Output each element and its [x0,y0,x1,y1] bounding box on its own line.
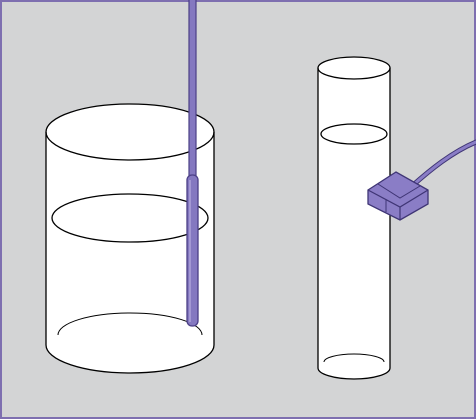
tube-rim [317,56,391,80]
probe-cable [189,0,196,178]
clamp-sensor-icon [367,139,476,221]
beaker-liquid-level [51,193,209,243]
sensor-cable [410,140,476,188]
tube-body [318,68,390,379]
beaker-icon [45,103,215,374]
beaker-base-front [45,344,215,374]
sensor-housing [367,171,429,221]
probe-rod [186,174,199,327]
tube-icon [317,56,391,380]
tube-base-front [317,367,391,380]
immersion-probe-icon [186,0,199,327]
tube-liquid-level [320,123,388,145]
tube-base-inner [323,353,385,363]
beaker-body [46,132,214,373]
sensor-seam [377,183,421,199]
